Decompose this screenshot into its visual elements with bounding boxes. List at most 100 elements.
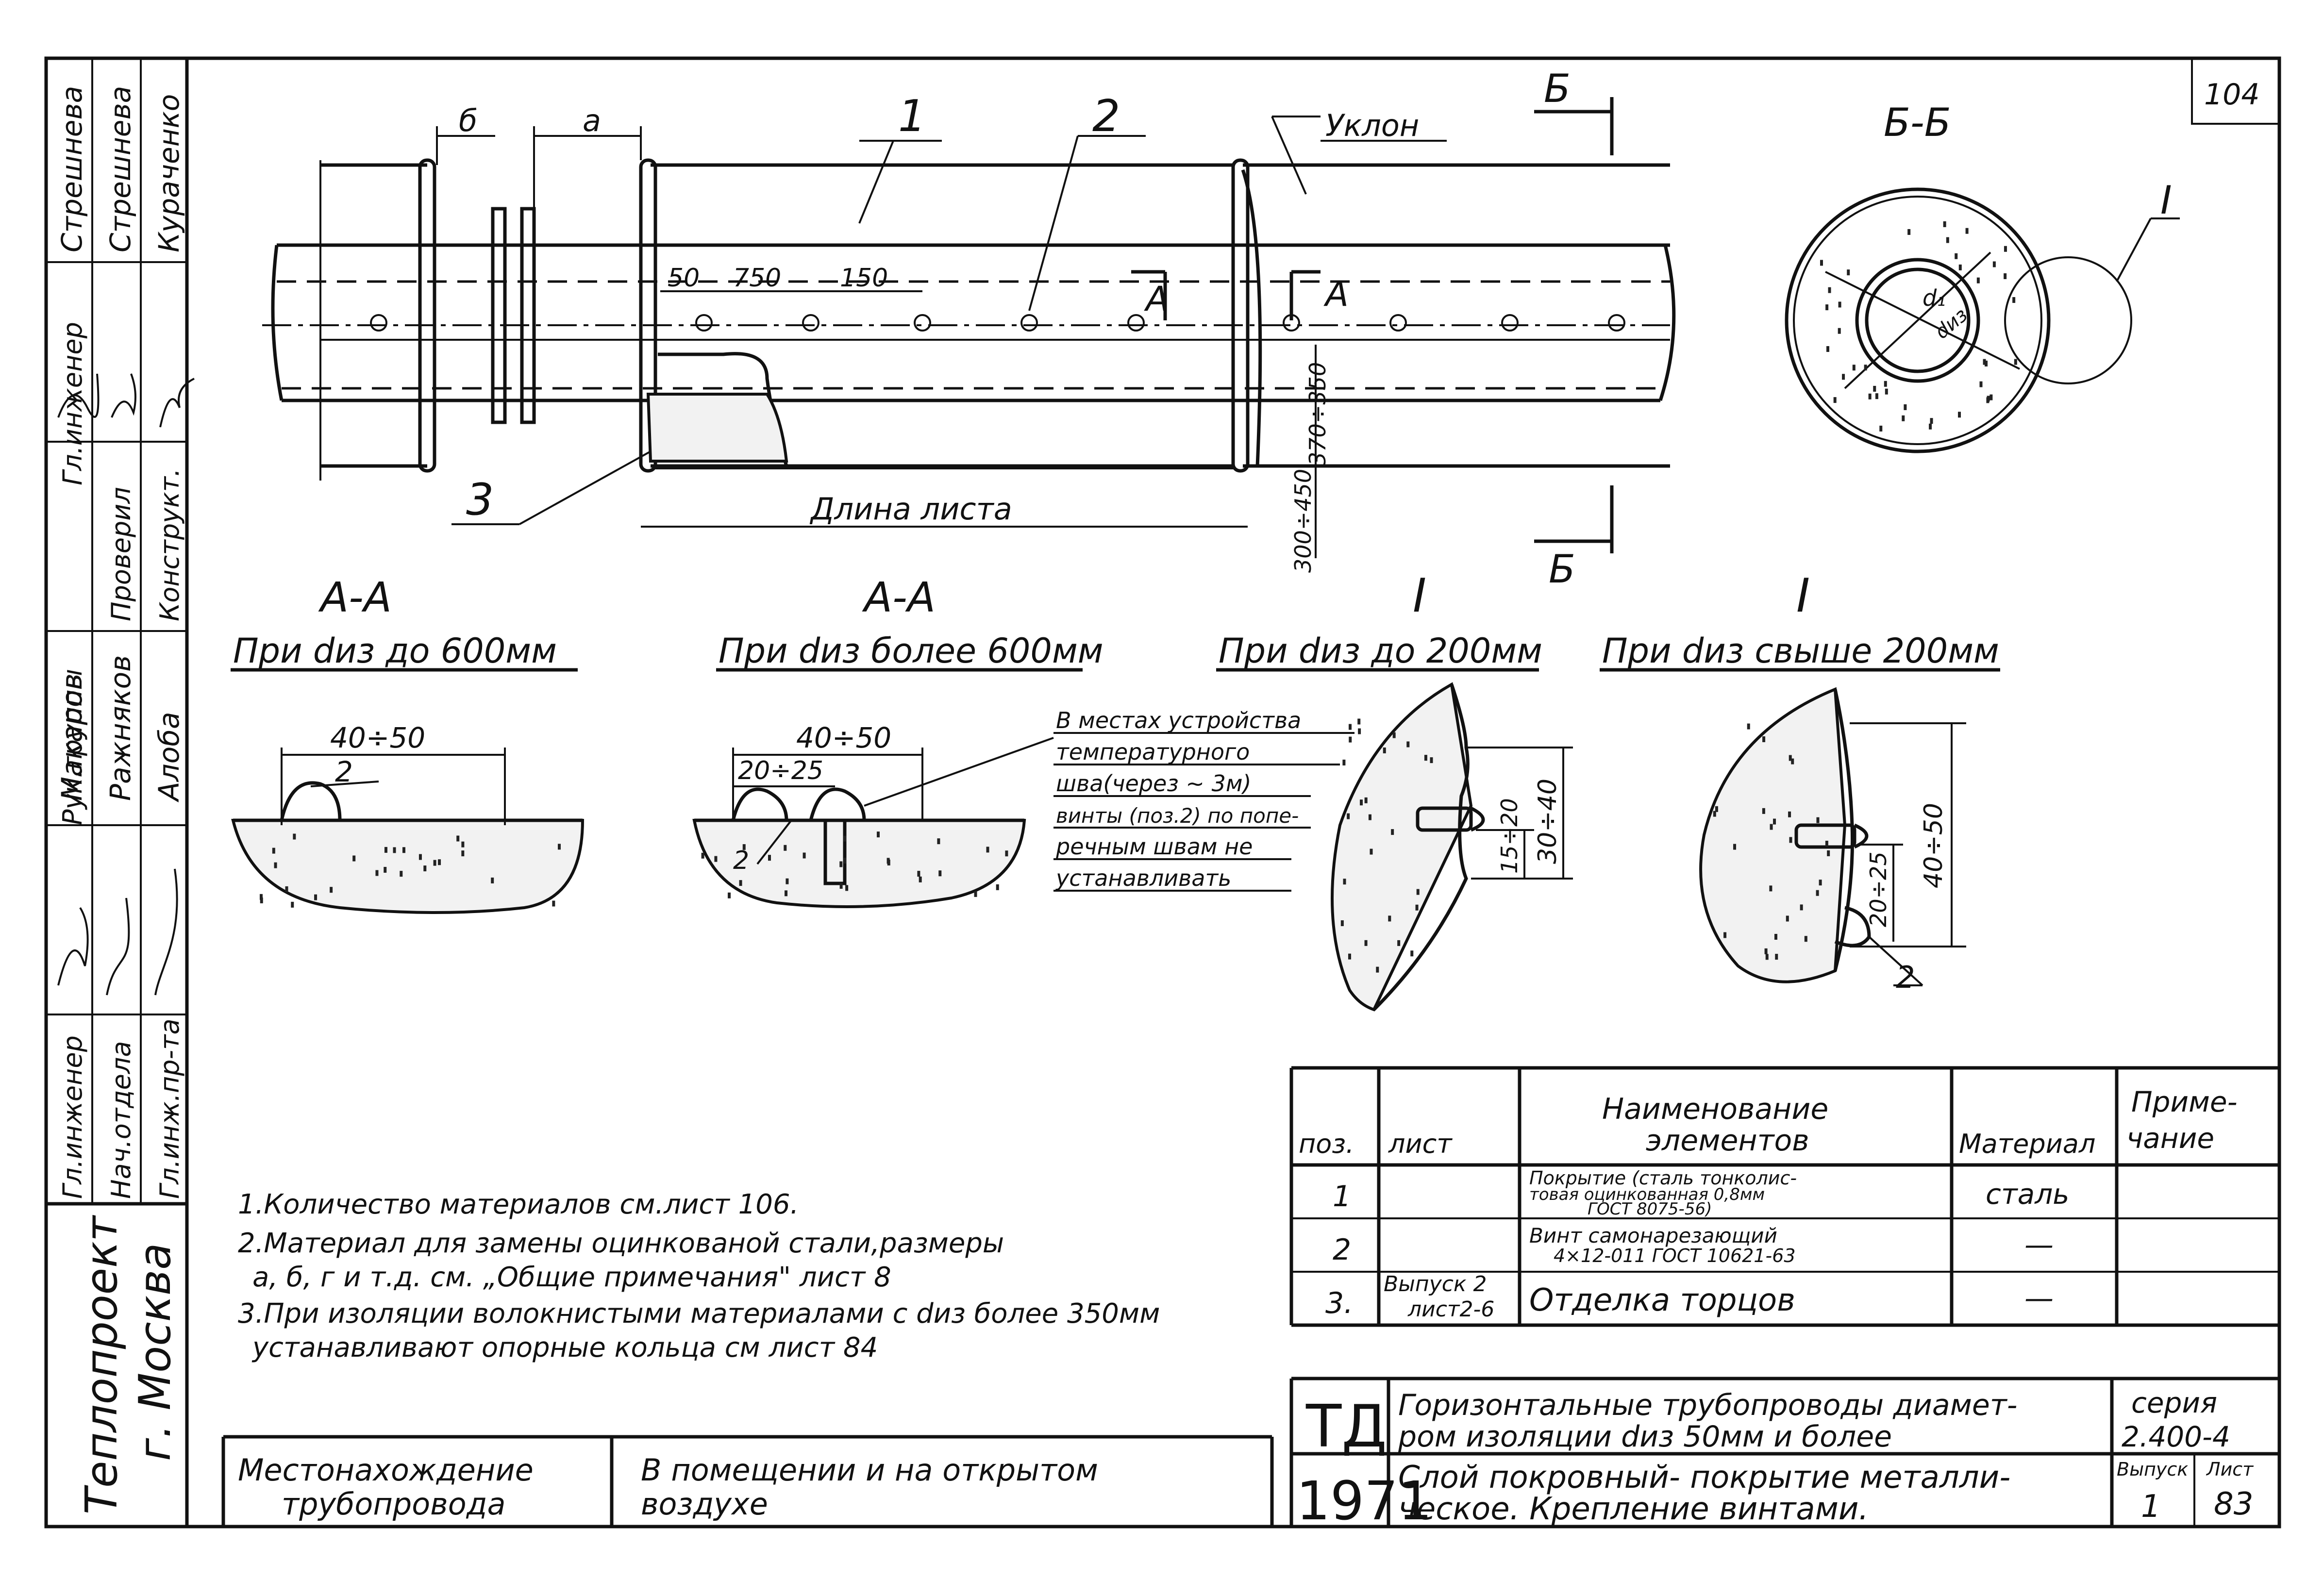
insulation-speck [1976, 277, 1980, 283]
strip-role-team-lead: Рук.группы [57, 669, 88, 825]
svg-text:ГОСТ 8075-56): ГОСТ 8075-56) [1588, 1199, 1712, 1219]
detail2-dim: 40÷50 [796, 721, 891, 754]
insulation-speck [274, 862, 277, 868]
insulation-speck [1788, 811, 1791, 817]
insulation-speck [917, 871, 920, 877]
insulation-speck [839, 861, 843, 867]
detail4-dim: 40÷50 [1919, 803, 1948, 888]
insulation-speck [1884, 381, 1887, 387]
location-label-2: трубопровода [282, 1486, 506, 1522]
detail-node-small [1331, 682, 1573, 1012]
insulation-speck [887, 859, 890, 865]
insulation-speck [1774, 933, 1777, 940]
svg-text:товая оцинкованная 0,8мм: товая оцинкованная 0,8мм [1529, 1185, 1765, 1204]
title-line-1: Горизонтальные трубопроводы диамет- [1398, 1388, 2017, 1422]
insulation-speck [1804, 936, 1807, 942]
outer-frame [44, 56, 2281, 1529]
insulation-speck [1786, 915, 1789, 922]
detail3-dim2: 15÷20 [1496, 798, 1522, 874]
insulation-speck [1349, 736, 1352, 743]
insulation-speck [742, 844, 746, 850]
svg-text:3.: 3. [1325, 1286, 1353, 1320]
insulation-speck [1879, 425, 1883, 432]
strip-role-project-chief: Гл.инж.пр-та [154, 1018, 185, 1199]
insulation-speck [1358, 728, 1361, 734]
note-3-cont: устанавливают опорные кольца см лист 84 [251, 1332, 878, 1363]
title-code: ТД [1305, 1393, 1387, 1461]
spec-header-material: Материал [1959, 1129, 2095, 1159]
insulation-speck [2012, 297, 2016, 303]
detail-node-large [1699, 687, 1966, 986]
insulation-speck [1764, 948, 1768, 954]
insulation-speck [843, 858, 847, 864]
screw-hole [370, 314, 387, 332]
insulation-speck [728, 892, 731, 898]
insulation-speck [1370, 848, 1373, 855]
insulation-speck [314, 894, 318, 900]
insulation-speck [1723, 932, 1727, 938]
insulation-speck [433, 860, 436, 866]
insulation-speck [1825, 304, 1829, 311]
svg-text:В местах устройства: В местах устройства [1056, 707, 1301, 733]
signature-marks-top [57, 373, 195, 428]
series-label: серия [2131, 1386, 2217, 1419]
detail4-dim2: 20÷25 [1865, 851, 1891, 927]
insulation-speck [1340, 920, 1344, 926]
position-1: 1 [898, 91, 926, 142]
insulation-speck [1819, 880, 1822, 886]
insulation-speck [1992, 261, 1996, 267]
insulation-speck [1005, 850, 1008, 857]
insulation-speck [1987, 396, 1990, 402]
insulation-speck [1406, 741, 1410, 748]
insulation-speck [974, 891, 977, 897]
spec-table [1289, 1066, 2279, 1327]
insulation-speck [2004, 246, 2007, 252]
title-line-3: Слой покровный- покрытие металли- [1398, 1460, 2010, 1496]
main-pipe-view [262, 97, 1676, 558]
insulation-speck [1820, 260, 1823, 266]
position-2: 2 [1092, 91, 1120, 142]
insulation-speck [1907, 229, 1911, 235]
insulation-speck [1392, 732, 1396, 738]
screw-hole [1389, 314, 1407, 332]
series-value: 2.400-4 [2122, 1420, 2230, 1453]
insulation-speck [1833, 397, 1837, 403]
insulation-speck [1770, 824, 1773, 830]
detail-aa-small [231, 748, 585, 914]
spec-row-1: 1 Покрытие (сталь тонколис- товая оцинко… [1333, 1167, 2069, 1219]
spec-header-name: Наименование [1602, 1092, 1828, 1126]
detail-aa-large [692, 737, 1054, 908]
d1-label: d₁ [1923, 285, 1946, 311]
insulation-speck [2014, 359, 2017, 365]
insulation-speck [400, 871, 403, 877]
insulation-speck [739, 880, 742, 886]
section-mark-top: Б [1544, 66, 1571, 111]
insulation-speck [259, 894, 263, 900]
insulation-speck [919, 876, 922, 882]
insulation-speck [1765, 954, 1769, 960]
detail2-dim2: 20÷25 [738, 756, 823, 785]
note-2-cont: а, б, г и т.д. см. „Общие примечания" ли… [252, 1262, 891, 1293]
signature-marks-bottom [57, 868, 178, 996]
detail3-caption: При dиз до 200мм [1219, 631, 1542, 671]
insulation-speck [1852, 365, 1856, 371]
insulation-speck [1983, 359, 1986, 365]
insulation-speck [803, 852, 806, 859]
detail4-caption: При dиз свыше 200мм [1602, 631, 1999, 671]
insulation-speck [1773, 818, 1776, 825]
insulation-speck [1838, 301, 1841, 308]
insulation-speck [1368, 814, 1371, 820]
insulation-speck [1348, 953, 1351, 960]
detail4-pos: 2 [1896, 960, 1915, 995]
insulation-speck [1424, 755, 1427, 761]
insulation-speck [843, 835, 847, 842]
dim-750: 750 [733, 264, 781, 293]
detail3-mark: I [1413, 569, 1426, 623]
insulation-speck [1791, 758, 1794, 765]
insulation-speck [1388, 915, 1391, 922]
insulation-speck [272, 848, 275, 854]
sheet-label: Лист [2206, 1459, 2254, 1480]
insulation-speck [293, 833, 296, 840]
svg-text:4×12-011 ГОСТ 10621-63: 4×12-011 ГОСТ 10621-63 [1554, 1245, 1796, 1266]
strip-role-dept-head: Нач.отдела [106, 1041, 136, 1199]
